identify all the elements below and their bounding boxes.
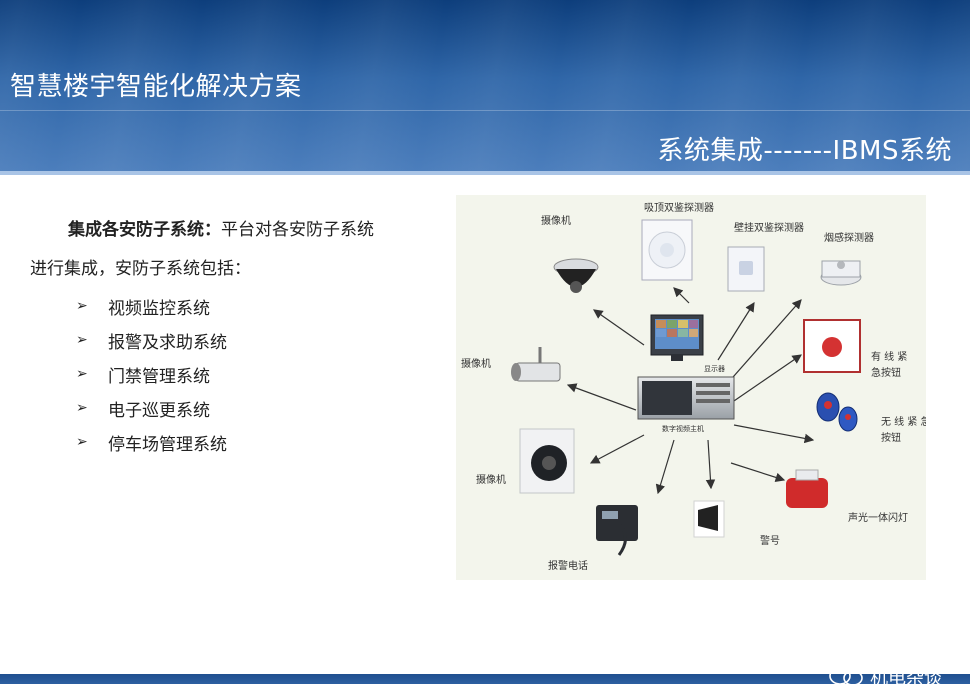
svg-text:摄像机: 摄像机 xyxy=(461,357,491,370)
arrow-bullet-icon: ➢ xyxy=(76,332,88,348)
dome-camera-icon xyxy=(553,258,599,293)
dome-camera-bottom-icon xyxy=(519,428,575,494)
ceiling-detector-icon xyxy=(641,219,693,281)
intro-heading: 集成各安防子系统： xyxy=(68,220,221,240)
header-texture xyxy=(0,0,970,175)
wired-emergency-button-icon xyxy=(803,319,861,373)
arrow-to-wall-detector xyxy=(717,301,755,361)
arrow-to-camera-top xyxy=(593,309,645,346)
svg-text:吸顶双鉴探测器: 吸顶双鉴探测器 xyxy=(644,201,714,214)
wechat-logo-icon xyxy=(829,667,863,684)
list-item: ➢电子巡更系统 xyxy=(76,400,210,421)
list-item: ➢门禁管理系统 xyxy=(76,366,210,387)
arrow-to-strobe xyxy=(730,462,786,483)
section-subtitle: 系统集成-------IBMS系统 xyxy=(657,136,952,166)
svg-text:显示器: 显示器 xyxy=(704,365,725,373)
monitor-icon: 显示器 xyxy=(650,314,725,373)
arrow-to-camera-bottom xyxy=(589,434,645,464)
svg-text:摄像机: 摄像机 xyxy=(541,214,571,227)
svg-text:摄像机: 摄像机 xyxy=(476,473,506,486)
header-divider xyxy=(0,110,970,111)
smoke-detector-icon xyxy=(820,260,862,286)
header-bottom-line xyxy=(0,171,970,175)
dvr-host-icon: 数字视频主机 xyxy=(637,376,735,433)
list-item: ➢视频监控系统 xyxy=(76,298,210,319)
svg-text:声光一体闪灯: 声光一体闪灯 xyxy=(848,511,908,524)
watermark-text: 机电杂谈 xyxy=(870,668,942,684)
arrow-bullet-icon: ➢ xyxy=(76,366,88,382)
description-block: 集成各安防子系统：平台对各安防子系统 进行集成，安防子系统包括： ➢视频监控系统… xyxy=(30,215,430,459)
list-item: ➢报警及求助系统 xyxy=(76,332,227,353)
diagram-canvas: 显示器 数字视频主机 摄像机 吸顶双鉴探测器 xyxy=(461,201,926,572)
arrow-bullet-icon: ➢ xyxy=(76,298,88,314)
arrow-to-smoke-detector xyxy=(725,299,802,386)
svg-text:无 线 紧 急: 无 线 紧 急 xyxy=(881,415,926,428)
intro-line-1: 集成各安防子系统：平台对各安防子系统 xyxy=(30,215,430,240)
intro-line-2: 进行集成，安防子系统包括： xyxy=(30,259,251,279)
intro-text: 平台对各安防子系统 xyxy=(221,220,374,240)
svg-text:数字视频主机: 数字视频主机 xyxy=(662,424,704,433)
list-item: ➢停车场管理系统 xyxy=(76,434,227,455)
connector-arrows xyxy=(566,287,815,495)
strobe-light-icon xyxy=(786,469,828,508)
wireless-emergency-button-icon xyxy=(816,392,858,432)
arrow-to-alarm-phone xyxy=(655,439,675,495)
svg-text:报警电话: 报警电话 xyxy=(548,559,588,572)
arrow-to-camera-left xyxy=(566,383,637,411)
arrow-to-ceiling-detector xyxy=(673,287,690,304)
svg-text:有 线 紧: 有 线 紧 xyxy=(871,350,907,363)
arrow-to-wired-button xyxy=(730,354,802,404)
wall-detector-icon xyxy=(727,246,765,292)
siren-icon xyxy=(693,500,725,538)
alarm-telephone-icon xyxy=(596,505,638,556)
svg-text:按钮: 按钮 xyxy=(881,431,901,444)
box-camera-icon xyxy=(511,347,561,382)
footer-bar xyxy=(0,674,970,684)
arrow-bullet-icon: ➢ xyxy=(76,400,88,416)
arrow-to-siren xyxy=(705,439,716,490)
watermark: 机电杂谈 xyxy=(828,664,942,684)
security-integration-diagram: 显示器 数字视频主机 摄像机 吸顶双鉴探测器 xyxy=(456,195,926,580)
subsystem-list: ➢视频监控系统 ➢报警及求助系统 ➢门禁管理系统 ➢电子巡更系统 ➢停车场管理系… xyxy=(30,289,430,459)
svg-text:急按钮: 急按钮 xyxy=(871,366,901,379)
svg-text:警号: 警号 xyxy=(760,534,780,547)
arrow-to-wireless-button xyxy=(733,424,815,444)
svg-text:壁挂双鉴探测器: 壁挂双鉴探测器 xyxy=(734,221,804,234)
svg-text:烟感探测器: 烟感探测器 xyxy=(824,231,874,244)
page-title: 智慧楼宇智能化解决方案 xyxy=(10,72,302,102)
header-banner: 智慧楼宇智能化解决方案 系统集成-------IBMS系统 xyxy=(0,0,970,175)
arrow-bullet-icon: ➢ xyxy=(76,434,88,450)
